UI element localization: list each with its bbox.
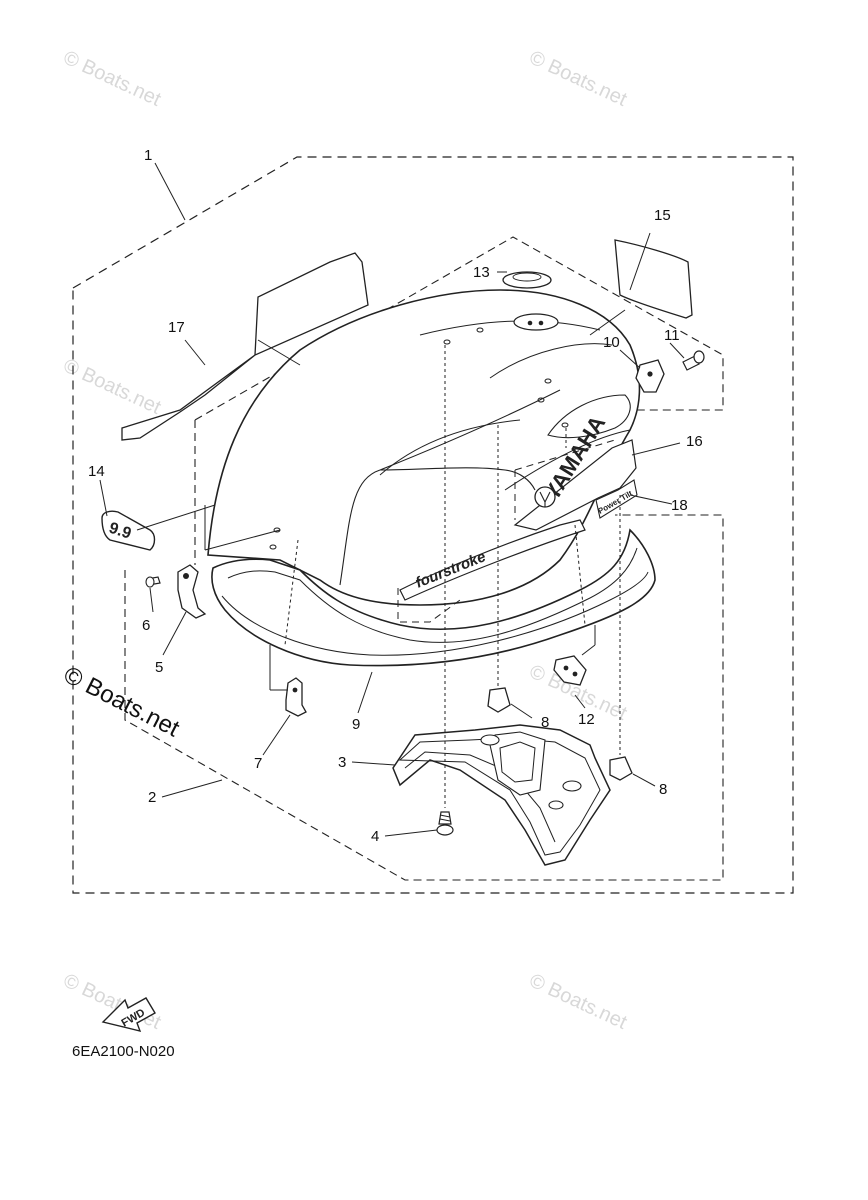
- callout-3: 3: [338, 754, 346, 771]
- callout-11: 11: [664, 327, 680, 344]
- callout-4: 4: [371, 828, 379, 845]
- callout-14: 14: [88, 463, 105, 480]
- callout-8-right: 8: [659, 781, 667, 798]
- bottom-bracket-3: [392, 724, 611, 866]
- callout-2: 2: [148, 789, 156, 806]
- stopper-8-right: [609, 756, 633, 781]
- stopper-8-left: [487, 687, 511, 713]
- model-badge-14: 9.9: [101, 510, 156, 551]
- callout-15: 15: [654, 207, 671, 224]
- callout-5: 5: [155, 659, 163, 676]
- callout-9: 9: [352, 716, 360, 733]
- assembly-boundary-2: [124, 514, 724, 881]
- projection-lines: [284, 345, 621, 808]
- callout-13: 13: [473, 264, 490, 281]
- callout-17: 17: [168, 319, 185, 336]
- fwd-arrow-icon: [101, 997, 156, 1032]
- callout-18: 18: [671, 497, 688, 514]
- callout-6: 6: [142, 617, 150, 634]
- callout-12: 12: [578, 711, 595, 728]
- cap-13: [502, 271, 559, 331]
- watermark-top-right: © Boats.net: [526, 47, 631, 111]
- assembly-boundary-1: [72, 156, 794, 894]
- model-badge-text: 9.9: [107, 520, 134, 543]
- callout-numbers: 1 2 3 4 5 6 7 8 8 9 10 11 12 13 14 15 16…: [88, 147, 703, 845]
- leader-lines: [99, 162, 685, 837]
- hook-5: [177, 564, 207, 619]
- callout-10: 10: [603, 334, 620, 351]
- watermark-bottom-right: © Boats.net: [526, 970, 631, 1034]
- decal-side-stripe: [121, 252, 369, 441]
- diagram-code: 6EA2100-N020: [72, 1043, 175, 1060]
- decal-plate-15: [614, 239, 693, 319]
- pin-6: [145, 576, 161, 588]
- plate-12: [553, 655, 587, 686]
- hook-7: [285, 677, 307, 717]
- watermark-main: © Boats.net: [59, 661, 184, 742]
- clamp-10: [635, 359, 665, 393]
- watermark-top-left: © Boats.net: [60, 47, 165, 111]
- callout-7: 7: [254, 755, 262, 772]
- callout-1: 1: [144, 147, 152, 164]
- bolt-11: [682, 350, 705, 371]
- callout-16: 16: [686, 433, 703, 450]
- seal-9: [211, 528, 656, 667]
- assembly-boundary-top-cowl: [194, 236, 724, 565]
- decal-dashed-outlines: [397, 439, 616, 623]
- callout-8-left: 8: [541, 714, 549, 731]
- watermark-mid-left: © Boats.net: [60, 355, 165, 419]
- screw-4: [436, 811, 454, 836]
